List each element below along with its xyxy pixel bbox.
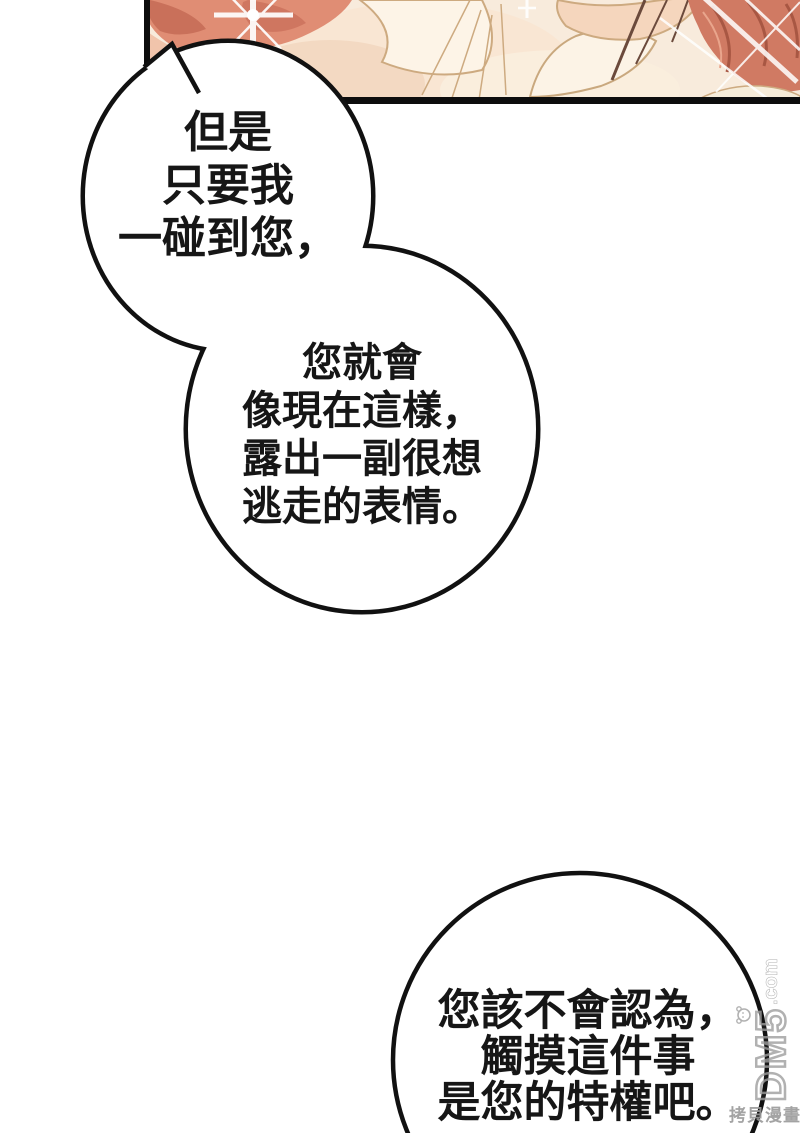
corner-watermark-text: 拷貝漫畫: [729, 1106, 800, 1126]
speech-bubble-3-text: 您該不會認為， 觸摸這件事 是您的特權吧。: [423, 988, 753, 1126]
speech-bubble-2-text: 您就會 像現在這樣， 露出一副很想 逃走的表情。: [202, 339, 522, 531]
speech-bubble-1-text: 但是 只要我 一碰到您，: [103, 106, 353, 265]
speech-bubble-3: [390, 870, 770, 1133]
dialogue-line: 一碰到您，: [118, 213, 338, 264]
dialogue-line: 逃走的表情。: [242, 484, 482, 530]
speech-bubble-1-tail: [142, 40, 201, 95]
dialogue-line: 像現在這樣，: [242, 388, 482, 434]
dialogue-line: 是您的特權吧。: [437, 1078, 739, 1128]
sparkle-rays-right: [659, 0, 800, 103]
dialogue-line: 觸摸這件事: [480, 1032, 696, 1082]
panel-border-bottom: [144, 97, 800, 104]
panel-border-left: [144, 0, 150, 104]
dialogue-line: 露出一副很想: [242, 436, 482, 482]
dialogue-line: 您該不會認為，: [437, 986, 739, 1036]
dialogue-line: 但是: [184, 107, 272, 158]
dialogue-line: 只要我: [162, 160, 294, 211]
sparkle-small: [518, 0, 536, 18]
dialogue-line: 您就會: [302, 340, 422, 386]
